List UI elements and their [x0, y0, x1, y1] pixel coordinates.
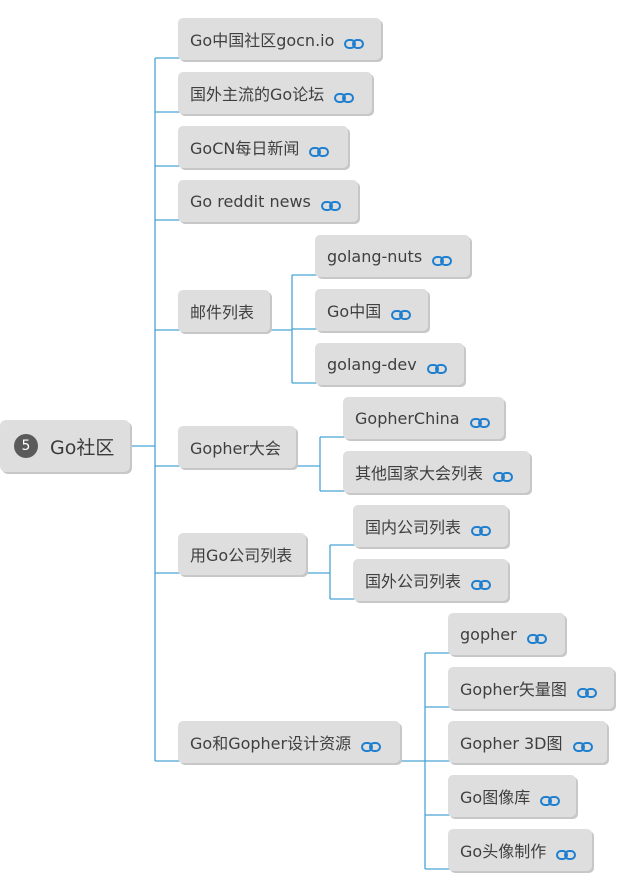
node-n3[interactable]: GoCN每日新闻 — [178, 126, 348, 168]
node-n6b[interactable]: 其他国家大会列表 — [343, 451, 530, 493]
node-n5[interactable]: 邮件列表 — [178, 290, 270, 332]
node-label: Go和Gopher设计资源 — [190, 734, 352, 753]
node-n4[interactable]: Go reddit news — [178, 180, 358, 222]
node-label: golang-nuts — [327, 246, 423, 266]
node-label: 邮件列表 — [190, 303, 255, 322]
link-icon[interactable] — [471, 522, 492, 536]
node-label: Gopher 3D图 — [460, 734, 563, 753]
node-n1[interactable]: Go中国社区gocn.io — [178, 18, 381, 60]
root-label: Go社区 — [50, 436, 115, 459]
node-label: gopher — [460, 624, 517, 644]
node-label: Gopher大会 — [190, 439, 281, 458]
node-n8[interactable]: Go和Gopher设计资源 — [178, 721, 400, 763]
node-n5b[interactable]: Go中国 — [315, 289, 428, 331]
link-icon[interactable] — [493, 468, 514, 482]
node-n8c[interactable]: Gopher 3D图 — [448, 721, 607, 763]
node-n8b[interactable]: Gopher矢量图 — [448, 667, 614, 709]
link-icon[interactable] — [391, 306, 412, 320]
node-label: Go reddit news — [190, 191, 311, 211]
root-node[interactable]: 5 Go社区 — [0, 420, 130, 472]
node-n6a[interactable]: GopherChina — [343, 397, 504, 439]
node-label: Go中国 — [327, 302, 382, 321]
node-label: 用Go公司列表 — [190, 546, 293, 565]
link-icon[interactable] — [432, 252, 453, 266]
link-icon[interactable] — [309, 143, 330, 157]
node-n7b[interactable]: 国外公司列表 — [353, 559, 508, 601]
node-label: GoCN每日新闻 — [190, 139, 300, 158]
link-icon[interactable] — [469, 414, 490, 428]
node-n5c[interactable]: golang-dev — [315, 343, 464, 385]
node-n7a[interactable]: 国内公司列表 — [353, 505, 508, 547]
node-label: Go头像制作 — [460, 842, 547, 861]
link-icon[interactable] — [320, 197, 341, 211]
link-icon[interactable] — [426, 360, 447, 374]
node-n2[interactable]: 国外主流的Go论坛 — [178, 72, 372, 114]
node-n6[interactable]: Gopher大会 — [178, 426, 296, 468]
link-icon[interactable] — [361, 738, 382, 752]
link-icon[interactable] — [540, 792, 561, 806]
node-n5a[interactable]: golang-nuts — [315, 235, 470, 277]
node-label: 国外主流的Go论坛 — [190, 85, 325, 104]
link-icon[interactable] — [556, 846, 577, 860]
node-n8d[interactable]: Go图像库 — [448, 775, 576, 817]
node-n7[interactable]: 用Go公司列表 — [178, 533, 306, 575]
node-label: golang-dev — [327, 354, 417, 374]
link-icon[interactable] — [334, 89, 355, 103]
root-number-badge: 5 — [14, 434, 38, 458]
link-icon[interactable] — [344, 35, 365, 49]
link-icon[interactable] — [526, 630, 547, 644]
node-label: Gopher矢量图 — [460, 680, 567, 699]
link-icon[interactable] — [572, 738, 593, 752]
node-label: 国外公司列表 — [365, 572, 462, 591]
node-label: Go中国社区gocn.io — [190, 31, 335, 50]
link-icon[interactable] — [471, 576, 492, 590]
node-label: 其他国家大会列表 — [355, 464, 484, 483]
node-label: Go图像库 — [460, 788, 531, 807]
node-n8a[interactable]: gopher — [448, 613, 565, 655]
node-label: GopherChina — [355, 408, 460, 428]
link-icon[interactable] — [576, 684, 597, 698]
node-n8e[interactable]: Go头像制作 — [448, 829, 592, 871]
node-label: 国内公司列表 — [365, 518, 462, 537]
